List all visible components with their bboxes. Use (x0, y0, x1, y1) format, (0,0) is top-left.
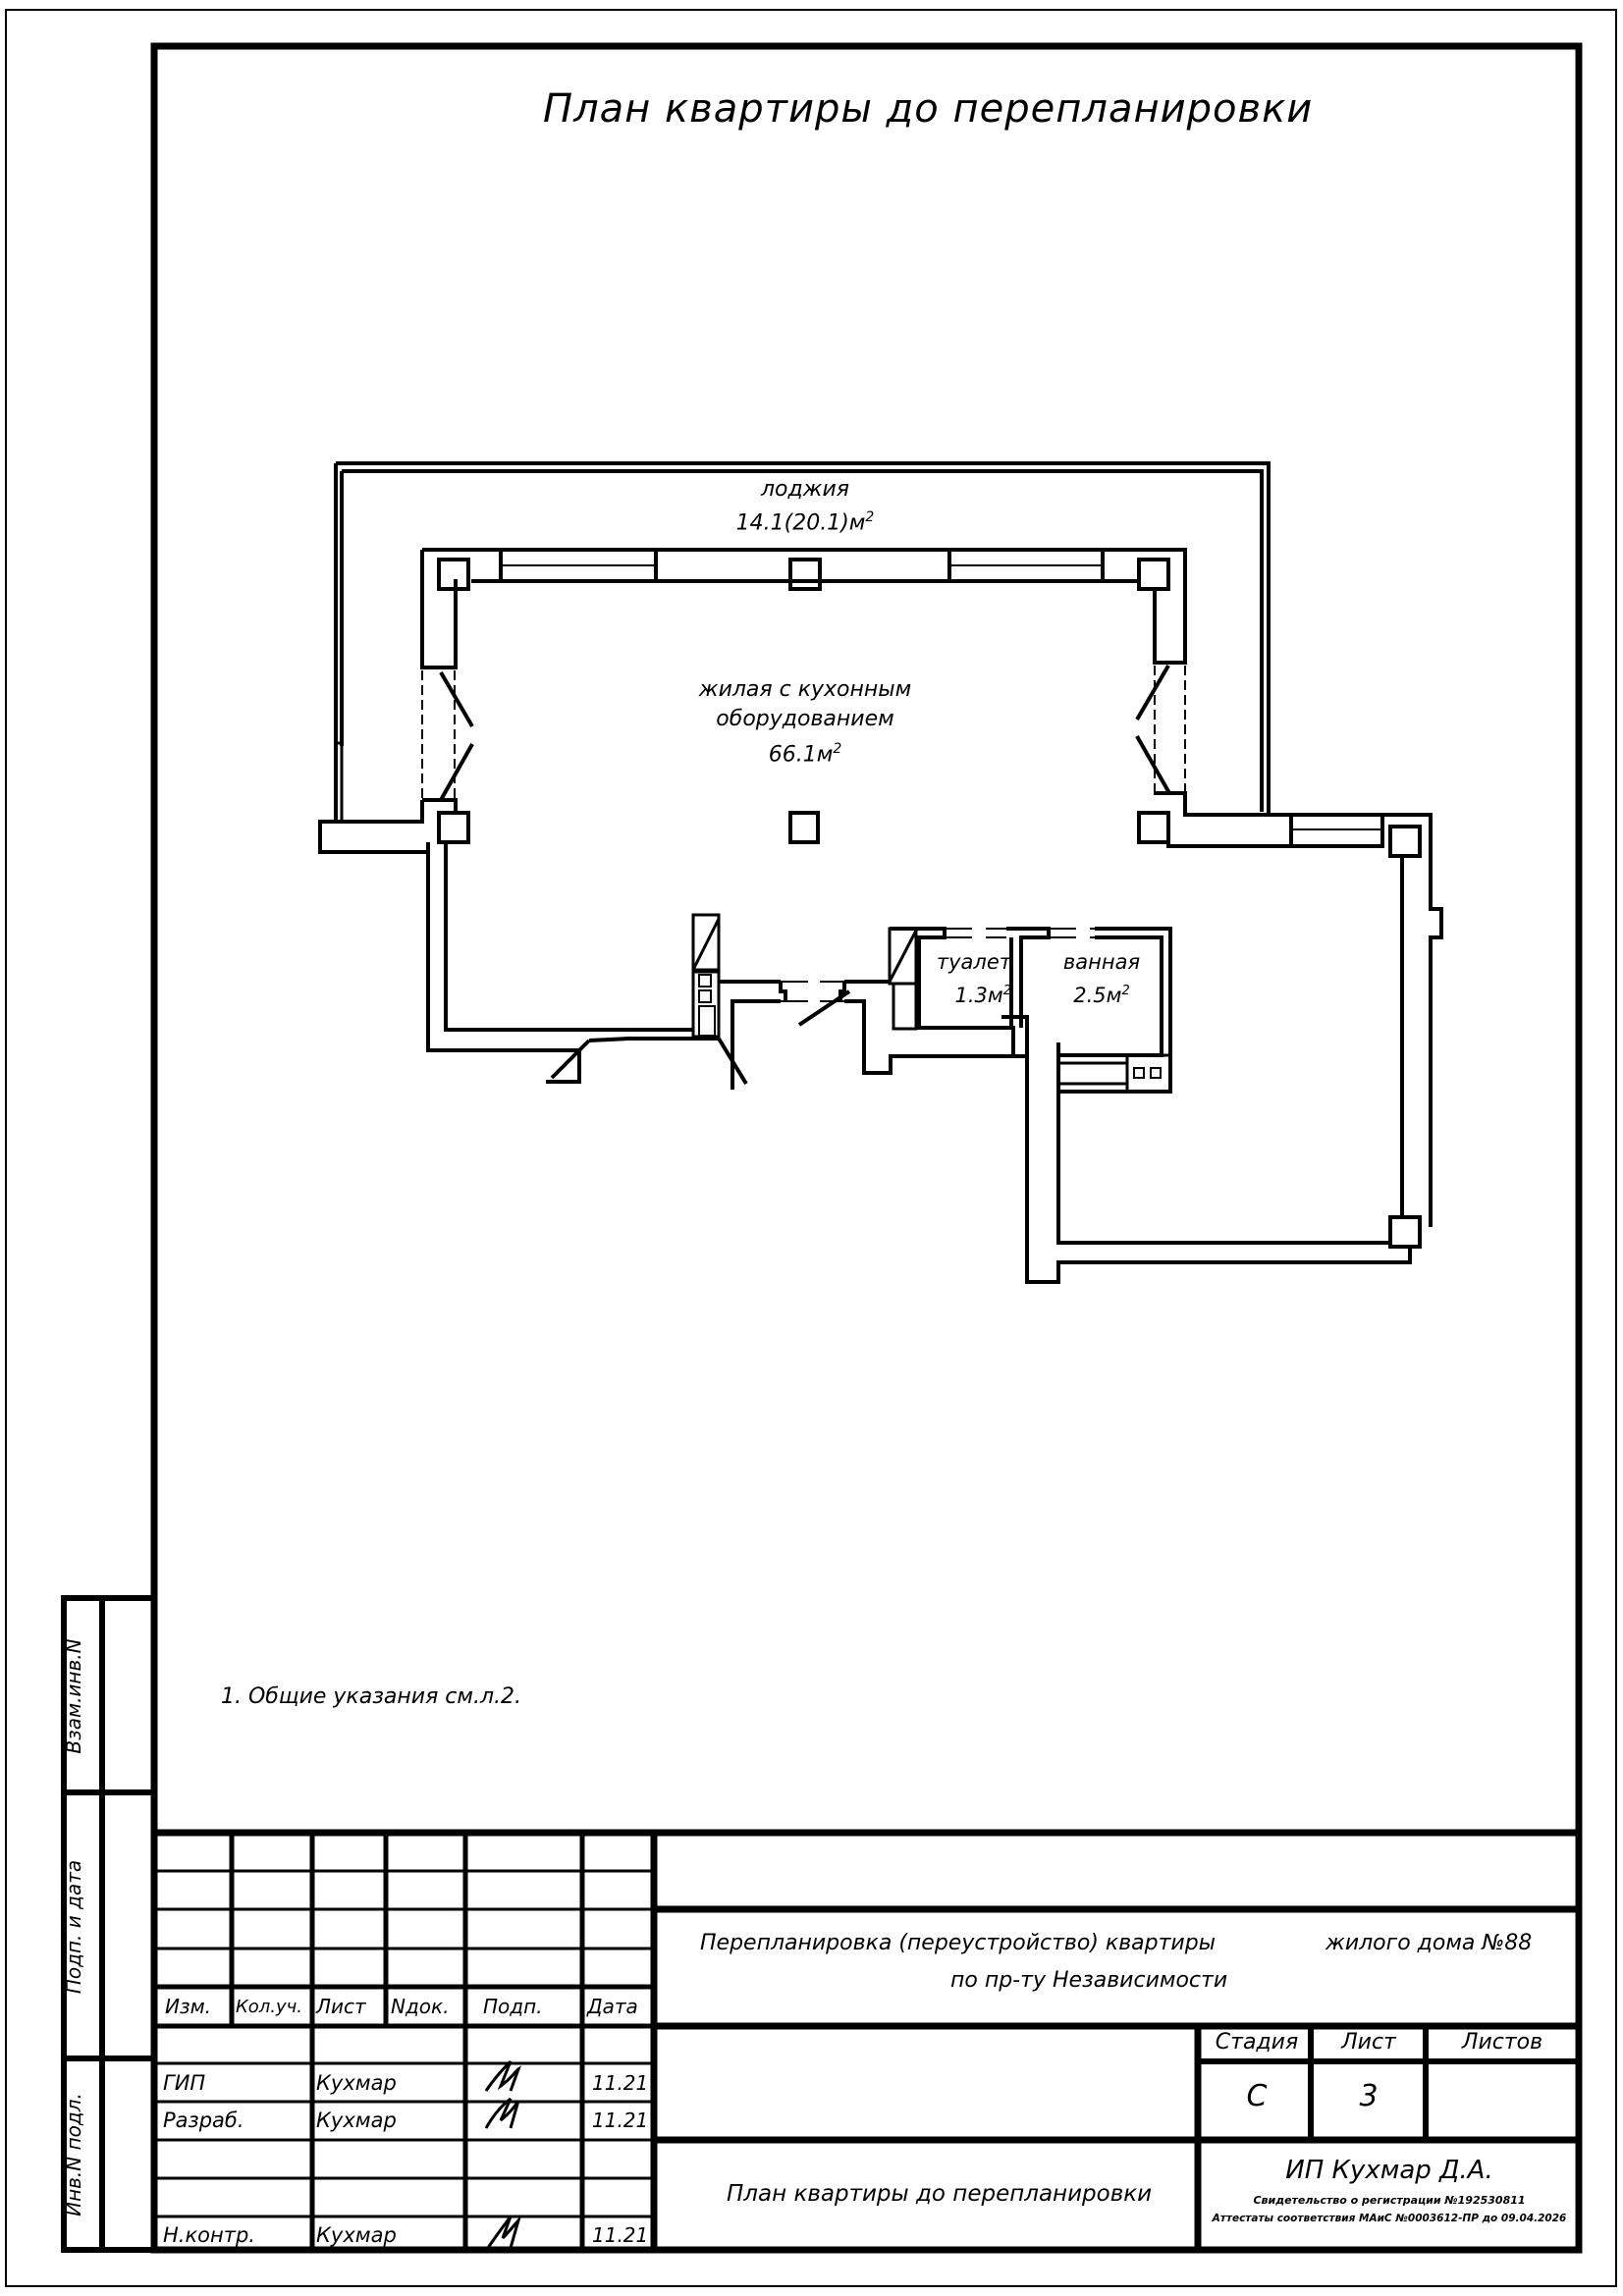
signer-role: ГИП (163, 2071, 206, 2095)
room-name-line2: оборудованием (716, 707, 894, 731)
side-label-original-inv: Инв.N подл. (62, 2093, 85, 2216)
signer-role: Разраб. (163, 2109, 244, 2132)
inner-frame (150, 42, 1583, 2254)
stage-value: С (1246, 2079, 1268, 2113)
side-label-replacement-inv: Взам.инв.N (62, 1638, 85, 1754)
room-label-toilet: туалет 1.3м2 (918, 947, 1011, 1010)
col-header-change: Изм. (165, 1995, 212, 2018)
stage-header: Стадия (1215, 2030, 1299, 2055)
column (1137, 558, 1170, 591)
column (437, 558, 470, 591)
col-header-signature: Подп. (483, 1995, 543, 2018)
project-title-line2: по пр-ту Независимости (950, 1968, 1228, 1993)
signer-name: Кухмар (316, 2223, 397, 2247)
org-certificate: Аттестаты соответствия МАиС №0003612-ПР … (1212, 2213, 1567, 2224)
outer-frame (5, 9, 1617, 2287)
kitchen-unit (691, 913, 721, 974)
sheet-header: Лист (1341, 2030, 1396, 2055)
room-area: 14.1(20.1)м2 (735, 509, 875, 536)
floor-plan (318, 461, 1443, 1284)
sheet-value: 3 (1359, 2079, 1379, 2113)
signer-name: Кухмар (316, 2071, 397, 2095)
column (788, 558, 822, 591)
title-block-grid (154, 1829, 1579, 2250)
project-title-line1b: жилого дома №88 (1325, 1931, 1533, 1955)
column (1137, 811, 1170, 844)
loggia-outer-wall (336, 461, 1271, 815)
side-stamp (61, 1595, 157, 2253)
column (437, 811, 470, 844)
signer-name: Кухмар (316, 2109, 397, 2132)
room-label-bath: ванная 2.5м2 (1047, 947, 1157, 1010)
room-name: лоджия (760, 477, 850, 502)
column (1388, 825, 1422, 858)
column (1388, 1215, 1422, 1249)
org-name: ИП Кухмар Д.А. (1285, 2156, 1493, 2185)
room-name: ванная (1062, 950, 1141, 974)
room-name: туалет (936, 950, 1011, 974)
col-header-count: Кол.уч. (236, 1997, 303, 2017)
room-label-loggia: лоджия 14.1(20.1)м2 (707, 476, 903, 537)
signer-role: Н.контр. (163, 2223, 255, 2247)
room-name-line1: жилая с кухонным (698, 677, 912, 702)
signature-marks (484, 2059, 522, 2249)
signer-date: 11.21 (592, 2109, 649, 2132)
project-title-line1a: Перепланировка (переустройство) квартиры (700, 1931, 1217, 1955)
room-area: 1.3м2 (954, 984, 1011, 1007)
room-label-living: жилая с кухонным оборудованием 66.1м2 (668, 675, 943, 770)
sheet-title: План квартиры до перепланировки (727, 2181, 1153, 2207)
loggia-inner-wall (342, 469, 1264, 812)
sheets-header: Листов (1461, 2030, 1543, 2055)
signer-date: 11.21 (592, 2223, 649, 2247)
room-area: 66.1м2 (768, 741, 842, 768)
column (788, 811, 820, 844)
general-note: 1. Общие указания см.л.2. (221, 1684, 522, 1709)
col-header-date: Дата (587, 1995, 638, 2018)
col-header-sheet: Лист (316, 1995, 366, 2018)
room-area: 2.5м2 (1073, 984, 1130, 1007)
signer-date: 11.21 (592, 2071, 649, 2095)
col-header-doc-no: Nдок. (391, 1995, 450, 2018)
page-title: План квартиры до перепланировки (543, 86, 1314, 132)
org-registration: Свидетельство о регистрации №192530811 (1253, 2194, 1526, 2207)
side-label-signature-date: Подп. и дата (62, 1859, 85, 1995)
